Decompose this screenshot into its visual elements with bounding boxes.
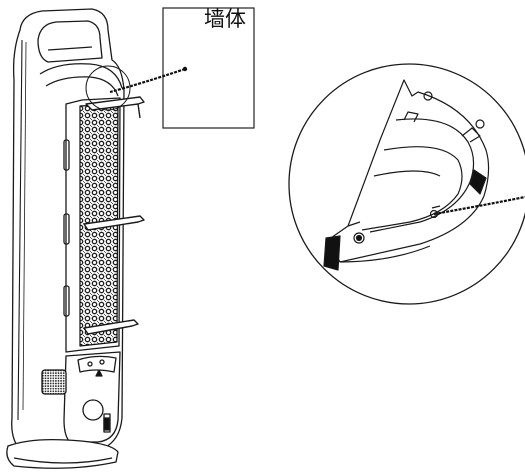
hook-middle [83, 215, 145, 231]
wall-label: 墙体 [204, 7, 246, 31]
hook-lower [83, 319, 139, 335]
tower-fan [6, 8, 145, 469]
speaker-grille [41, 369, 67, 395]
zoom-detail [288, 63, 525, 305]
wall-panel [162, 7, 255, 129]
hook-upper [85, 96, 145, 119]
strap-to-wall [109, 66, 188, 94]
